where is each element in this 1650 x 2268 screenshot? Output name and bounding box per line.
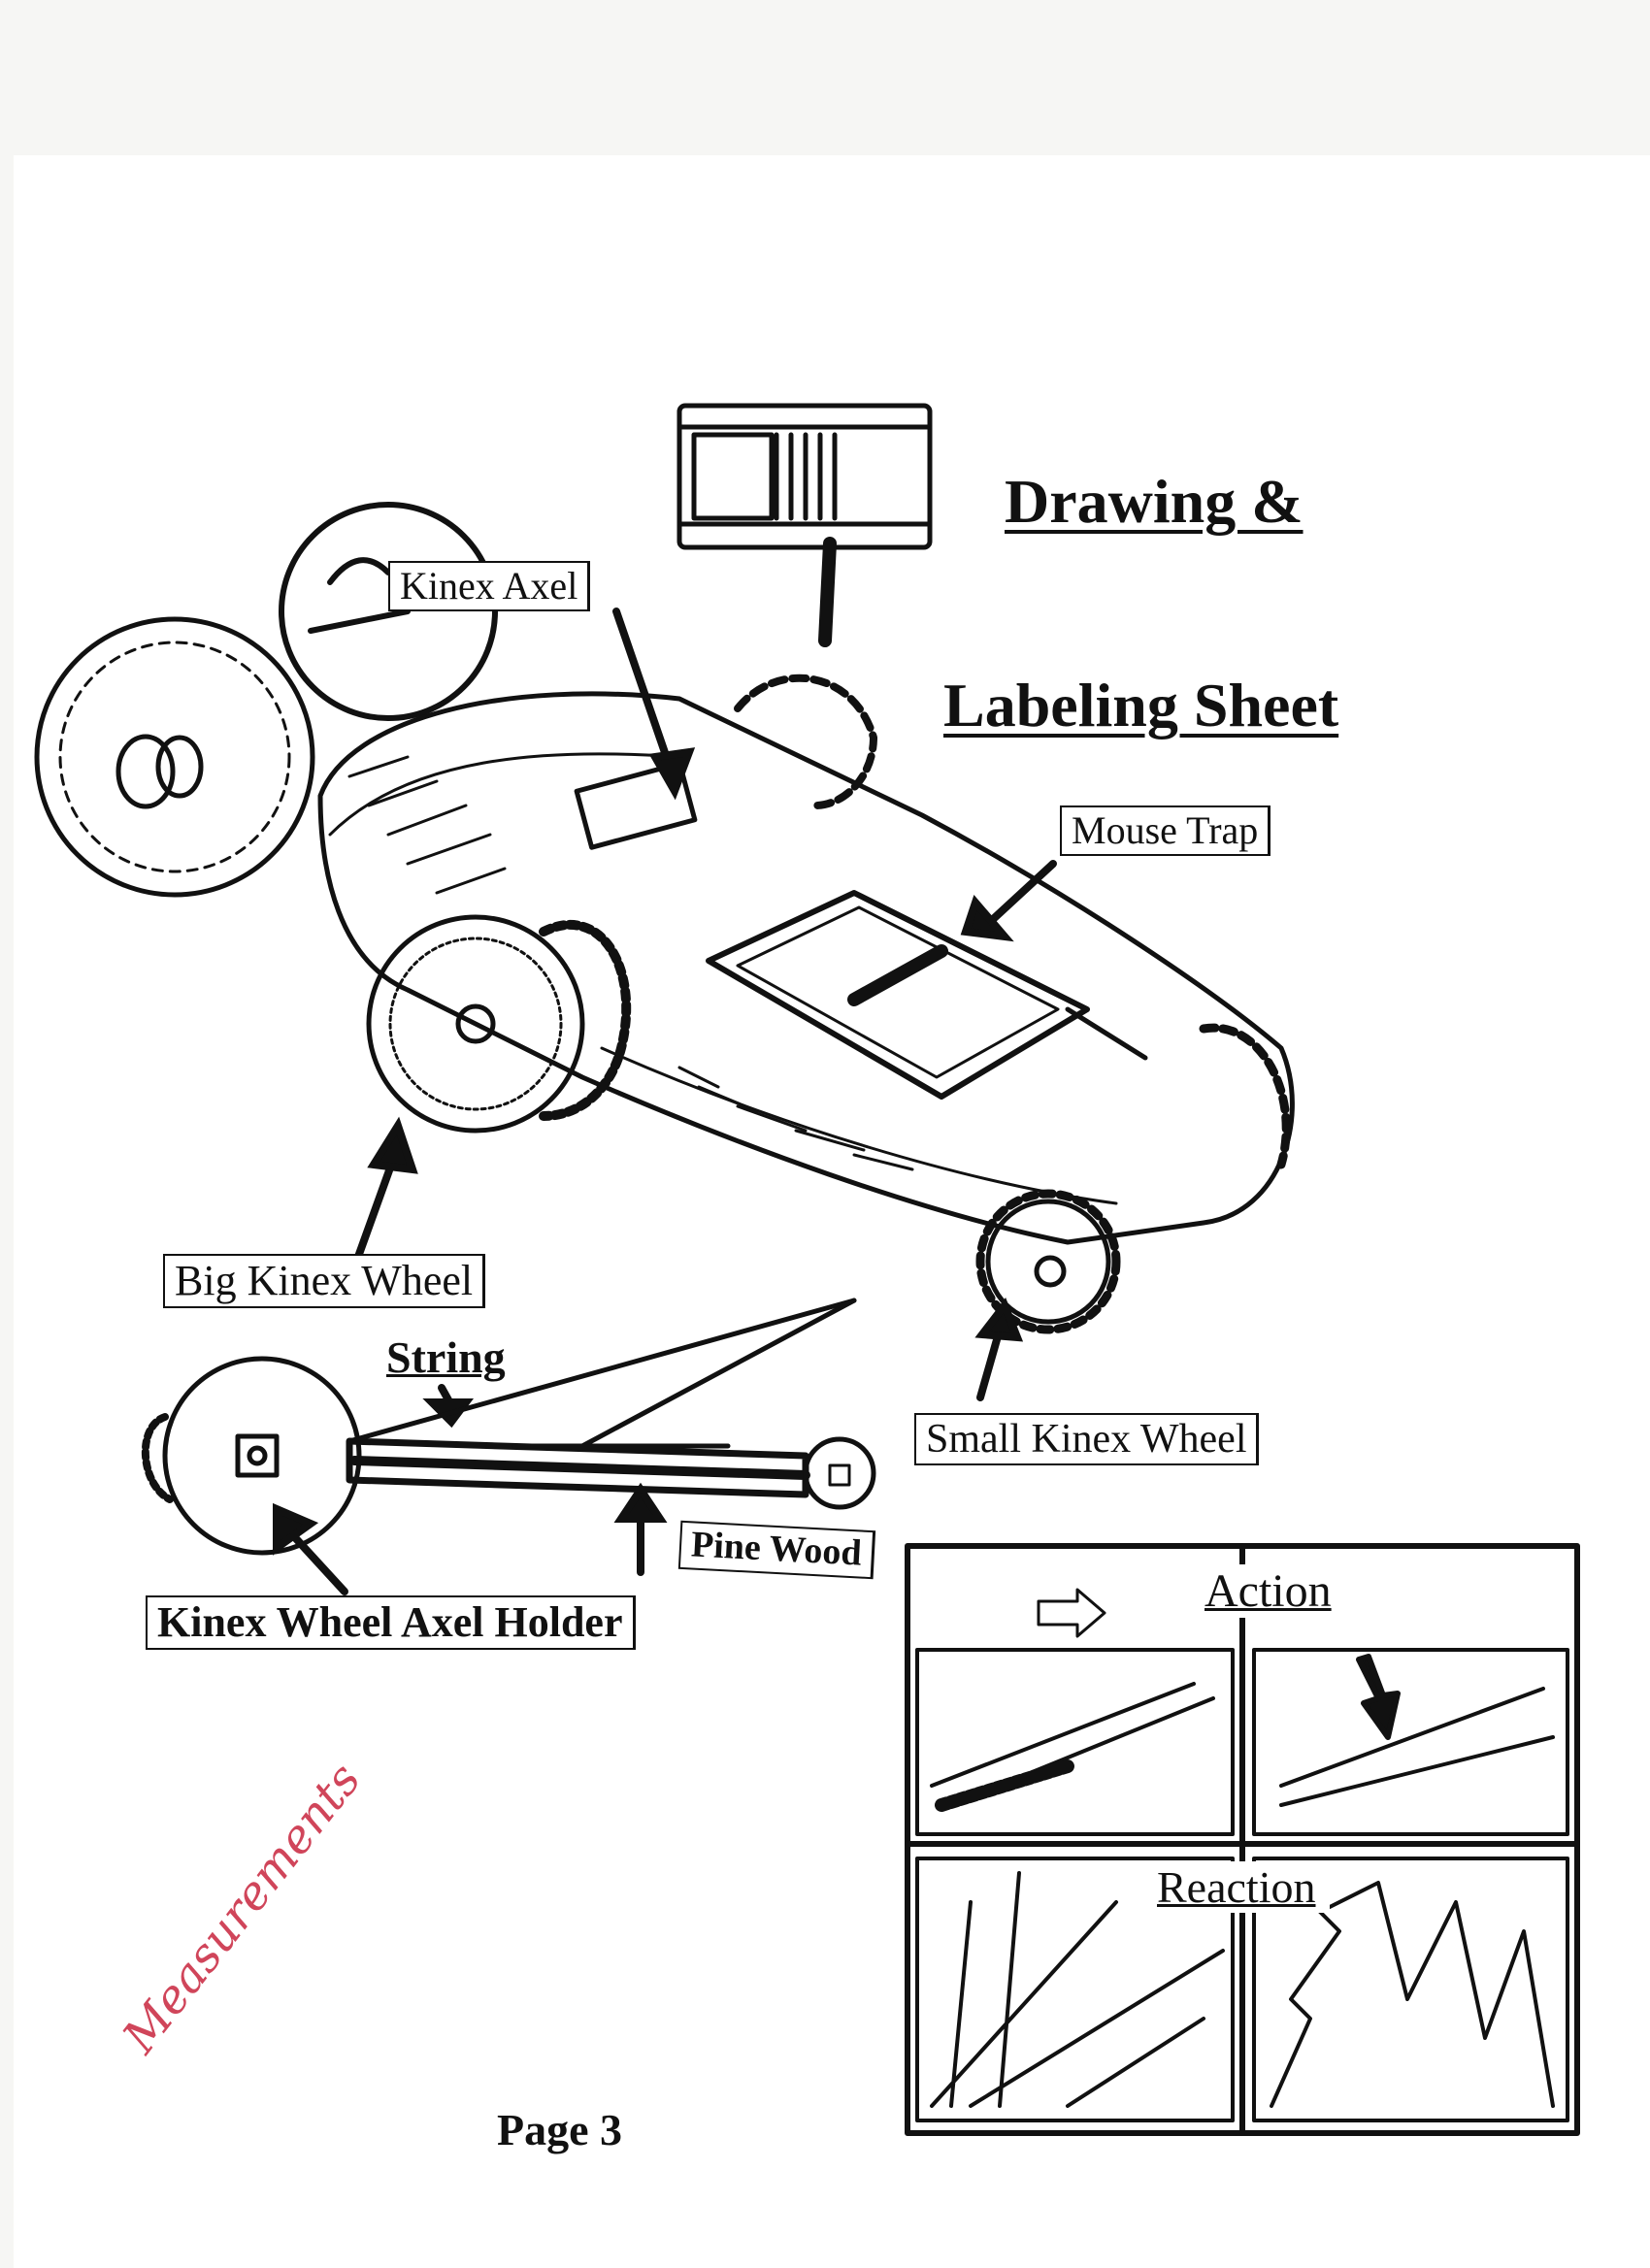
mouse-trap-drawing [706,890,1148,1100]
label-reaction: Reaction [1143,1861,1330,1913]
label-action: Action [1197,1564,1339,1618]
title-line-1: Drawing & [1005,467,1304,536]
big-kinex-wheel-drawing [366,914,632,1134]
label-kinex-axel: Kinex Axel [388,561,591,611]
car-body [317,691,1295,1245]
label-small-kinex-wheel: Small Kinex Wheel [914,1413,1260,1466]
paper-sheet [14,155,1650,2268]
label-string: String [386,1332,506,1382]
big-back-wheel [34,616,315,898]
kinex-axel-wheel [279,502,498,721]
rear-gear-top [734,674,877,809]
label-mouse-trap: Mouse Trap [1060,805,1271,856]
label-pine-wood: Pine Wood [677,1520,875,1580]
spool-detail [676,403,933,647]
label-kinex-wheel-axel-holder: Kinex Wheel Axel Holder [146,1595,636,1651]
action-reaction-panels [905,1543,1580,2136]
label-big-kinex-wheel: Big Kinex Wheel [163,1254,486,1309]
side-view-diagram [142,1298,876,1556]
page-number: Page 3 [497,2105,623,2154]
small-kinex-wheel-drawing [975,1023,1291,1334]
title-line-2: Labeling Sheet [943,671,1339,740]
